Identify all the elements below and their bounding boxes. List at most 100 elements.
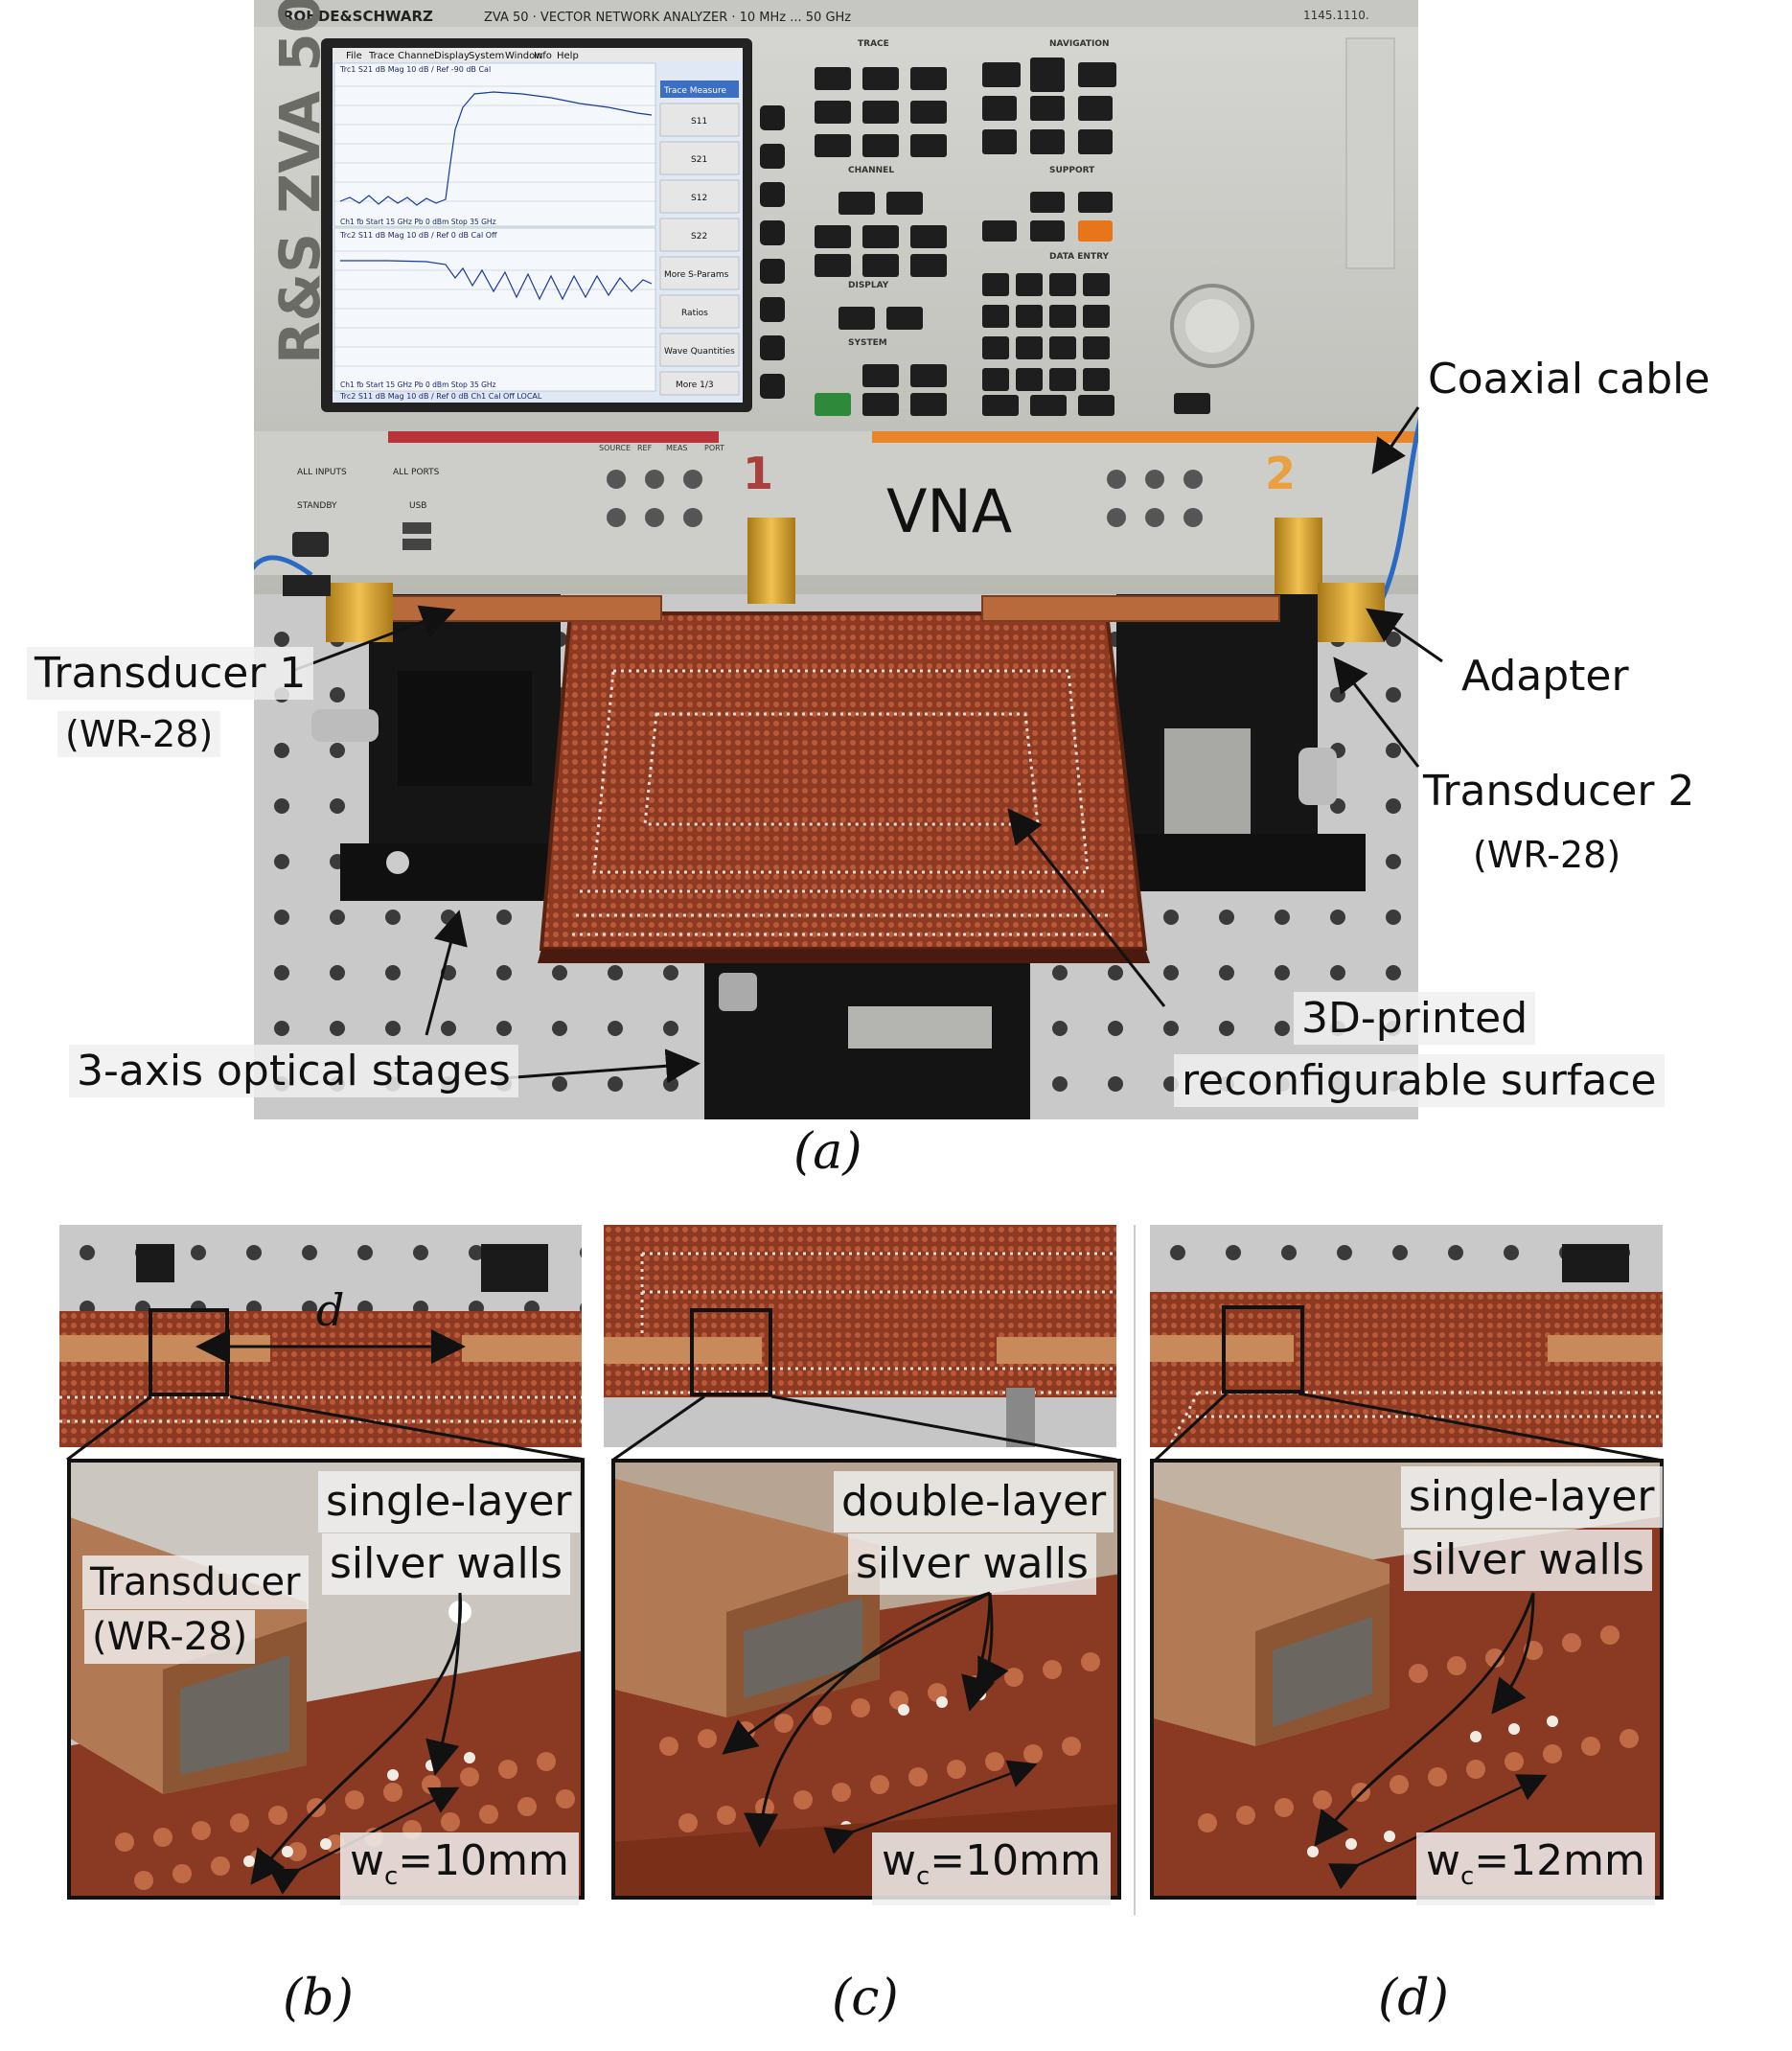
label-optical-stages: 3-axis optical stages xyxy=(69,1045,518,1097)
panel-d-zoom-box xyxy=(1222,1305,1304,1394)
svg-text:DISPLAY: DISPLAY xyxy=(848,281,889,290)
label-surface-line1: 3D-printed xyxy=(1294,992,1536,1045)
panel-c-wc-value: =10mm xyxy=(930,1836,1101,1885)
svg-text:TRACE: TRACE xyxy=(858,39,889,49)
trace1-header: Trc1 S21 dB Mag 10 dB / Ref -90 dB Cal xyxy=(339,65,491,74)
panel-b-transducer-sub: (WR-28) xyxy=(84,1610,256,1664)
panel-b-wall-line1: single-layer xyxy=(318,1471,580,1532)
svg-text:Display: Display xyxy=(434,51,470,61)
panel-c-wc-label: wc=10mm xyxy=(872,1832,1111,1905)
svg-text:Wave Quantities: Wave Quantities xyxy=(664,347,735,357)
panel-d-zoom-frame xyxy=(1150,1459,1664,1900)
panel-b-wall-line2: silver walls xyxy=(322,1533,570,1595)
coax-cable-left xyxy=(254,555,313,578)
panel-b-distance-label: d xyxy=(316,1284,345,1336)
annotation-arrows-a xyxy=(291,406,1443,1084)
panel-b-callout-lines xyxy=(66,1394,586,1462)
caption-b: (b) xyxy=(283,1970,354,2027)
panel-b-wall-arrows xyxy=(250,1592,463,1895)
panel-b-distance-arrow xyxy=(195,1329,466,1364)
svg-text:File: File xyxy=(346,51,362,61)
photo-a: ROHDE&SCHWARZ ZVA 50 · VECTOR NETWORK AN… xyxy=(254,0,1418,1119)
trace2-header: Trc2 S11 dB Mag 10 dB / Ref 0 dB Cal Off xyxy=(339,231,497,240)
panel-c-wall-arrows xyxy=(722,1591,1038,1855)
svg-text:Ratios: Ratios xyxy=(681,309,708,318)
panel-d-wall-arrows xyxy=(1314,1592,1548,1890)
svg-text:STANDBY: STANDBY xyxy=(297,501,337,511)
svg-text:System: System xyxy=(469,51,504,61)
panel-d-wc-w: w xyxy=(1426,1836,1460,1885)
panel-d-wall-line2: silver walls xyxy=(1404,1530,1652,1591)
s11-trace xyxy=(340,260,653,301)
lab-setup-photo: ROHDE&SCHWARZ ZVA 50 · VECTOR NETWORK AN… xyxy=(254,0,1418,1119)
port-labels: SOURCE REF MEAS PORT xyxy=(599,444,724,452)
svg-text:S22: S22 xyxy=(691,232,707,242)
svg-text:S12: S12 xyxy=(691,194,707,203)
panel-d-wc-sub: c xyxy=(1460,1861,1475,1891)
svg-text:Trace: Trace xyxy=(368,51,395,61)
svg-text:CHANNEL: CHANNEL xyxy=(848,166,894,175)
key-sections: TRACE NAVIGATION CHANNEL SUPPORT DISPLAY… xyxy=(848,39,1110,348)
svg-text:More 1/3: More 1/3 xyxy=(676,380,714,390)
panel-b-wc-w: w xyxy=(350,1836,384,1885)
svg-text:Help: Help xyxy=(557,51,579,61)
screen-softkeys: Trace Measure S11 S21 S12 S22 More S-Par… xyxy=(659,81,740,396)
svg-text:SYSTEM: SYSTEM xyxy=(848,338,887,348)
svg-text:S11: S11 xyxy=(691,117,707,127)
panel-c-zoom-frame xyxy=(611,1459,1121,1900)
panel-d-wc-value: =12mm xyxy=(1474,1836,1645,1885)
label-coaxial-cable: Coaxial cable xyxy=(1428,355,1711,403)
panel-b-wc-sub: c xyxy=(384,1861,399,1891)
panel-d-callout-lines xyxy=(1153,1392,1664,1463)
label-transducer1-sub: (WR-28) xyxy=(57,711,221,757)
waveguide-left xyxy=(339,595,662,622)
svg-text:REF: REF xyxy=(637,444,653,452)
s21-trace xyxy=(339,91,653,206)
panel-c-wc-w: w xyxy=(882,1836,916,1885)
trace1-footer: Ch1 fb Start 15 GHz Pb 0 dBm Stop 35 GHz xyxy=(340,218,496,226)
transducer1-gold xyxy=(326,583,393,642)
status-bar: Trc2 S11 dB Mag 10 dB / Ref 0 dB Ch1 Cal… xyxy=(339,392,542,401)
caption-d: (d) xyxy=(1378,1970,1449,2027)
port1-number: 1 xyxy=(743,448,773,499)
svg-text:NAVIGATION: NAVIGATION xyxy=(1049,39,1110,49)
panel-d-wall-line1: single-layer xyxy=(1401,1466,1663,1528)
panel-c-callout-lines xyxy=(612,1394,1117,1462)
caption-a: (a) xyxy=(793,1123,862,1181)
panel-b-transducer-label: Transducer xyxy=(82,1556,309,1609)
panel-c-zoom-box xyxy=(690,1308,772,1396)
label-transducer1: Transducer 1 xyxy=(27,647,314,700)
caption-c: (c) xyxy=(832,1970,899,2027)
svg-text:Window: Window xyxy=(505,51,542,61)
svg-text:ALL INPUTS: ALL INPUTS xyxy=(297,468,347,477)
trace2-footer: Ch1 fb Start 15 GHz Pb 0 dBm Stop 35 GHz xyxy=(340,380,496,389)
svg-text:PORT: PORT xyxy=(704,444,724,452)
svg-text:ALL PORTS: ALL PORTS xyxy=(393,468,440,477)
svg-text:DATA ENTRY: DATA ENTRY xyxy=(1049,252,1110,262)
svg-text:SOURCE: SOURCE xyxy=(599,444,631,452)
svg-text:USB: USB xyxy=(409,501,426,511)
model-line-text: ZVA 50 · VECTOR NETWORK ANALYZER · 10 MH… xyxy=(484,11,851,25)
panel-c-wall-line2: silver walls xyxy=(848,1533,1096,1595)
svg-text:More S-Params: More S-Params xyxy=(664,270,729,280)
panel-b-wc-label: wc=10mm xyxy=(340,1832,579,1905)
vna-front-label: VNA xyxy=(886,476,1012,546)
svg-text:Channel: Channel xyxy=(398,51,437,61)
panel-d-top-photo xyxy=(1150,1225,1663,1447)
label-surface-line2: reconfigurable surface xyxy=(1174,1054,1665,1107)
svg-text:MEAS: MEAS xyxy=(666,444,688,452)
panel-c-top-photo xyxy=(604,1225,1116,1447)
svg-text:S21: S21 xyxy=(691,155,707,165)
svg-text:Info: Info xyxy=(534,51,552,61)
divider-c-d xyxy=(1134,1225,1136,1915)
label-transducer2-sub: (WR-28) xyxy=(1473,834,1621,876)
brand-text: ROHDE&SCHWARZ xyxy=(283,8,433,25)
panel-labels: ALL INPUTS ALL PORTS STANDBY USB xyxy=(297,468,440,511)
panel-d-wc-label: wc=12mm xyxy=(1416,1832,1655,1905)
serial-text: 1145.1110. xyxy=(1303,9,1369,22)
label-transducer2: Transducer 2 xyxy=(1423,767,1695,816)
waveguide-right xyxy=(981,595,1280,622)
port2-number: 2 xyxy=(1265,448,1296,499)
panel-c-wc-sub: c xyxy=(916,1861,930,1891)
panel-c-wall-line1: double-layer xyxy=(834,1471,1114,1532)
